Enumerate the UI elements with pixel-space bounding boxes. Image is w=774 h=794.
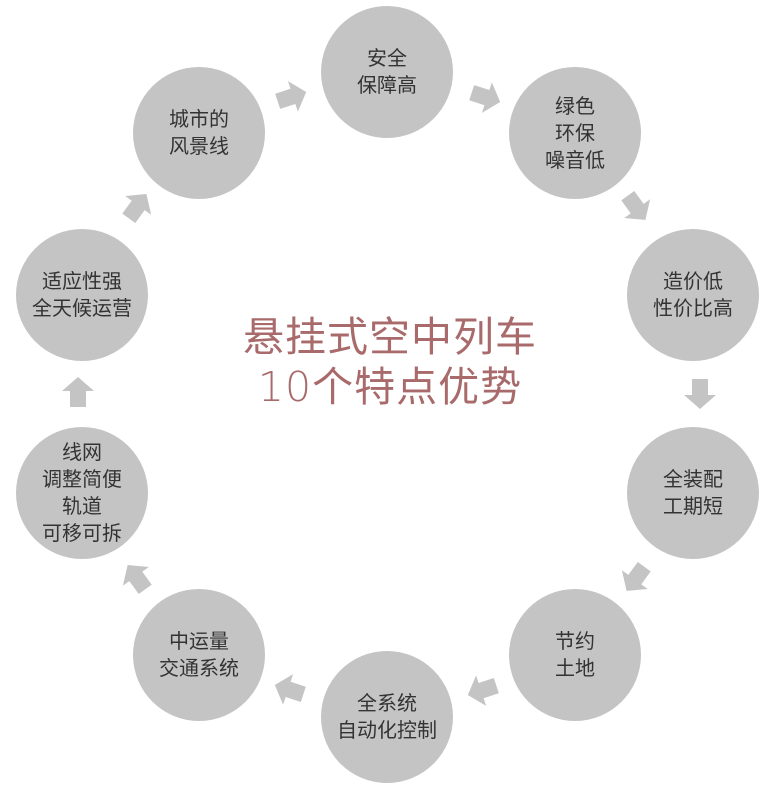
title-line-2: 10个特点优势 (257, 363, 523, 411)
arrow-icon (122, 565, 152, 595)
arrow-icon (275, 81, 307, 112)
title-line-1: 悬挂式空中列车 (243, 313, 537, 361)
arrow-icon (469, 82, 501, 113)
feature-node-text: 适应性强 (42, 269, 122, 293)
arrow-icon (122, 194, 152, 224)
feature-node: 全装配工期短 (627, 427, 759, 559)
feature-node-text: 安全 (367, 46, 407, 70)
feature-node-text: 土地 (555, 656, 595, 680)
feature-node-text: 性价比高 (653, 296, 733, 320)
feature-node-text: 自动化控制 (337, 718, 437, 742)
feature-node: 中运量交通系统 (133, 589, 265, 721)
feature-node-text: 中运量 (169, 629, 229, 653)
arrow-icon (621, 561, 651, 591)
feature-node-text: 造价低 (663, 269, 723, 293)
feature-node: 造价低性价比高 (627, 229, 759, 361)
arrow-icon (467, 675, 499, 706)
feature-node-text: 可移可拆 (42, 521, 122, 545)
feature-node-text: 调整简便 (42, 467, 122, 491)
arrow-icon (62, 377, 94, 407)
feature-node-text: 全系统 (357, 691, 417, 715)
feature-node-text: 噪音低 (545, 147, 605, 172)
feature-node-text: 节约 (555, 629, 595, 653)
diagram-title: 悬挂式空中列车 10个特点优势 (200, 312, 580, 412)
feature-node-text: 轨道 (62, 494, 102, 518)
feature-node-text: 全天候运营 (32, 296, 132, 320)
feature-node-text: 全装配 (663, 467, 723, 491)
feature-node-text: 保障高 (357, 73, 417, 97)
feature-node: 绿色环保噪音低 (509, 67, 641, 199)
feature-node-text: 环保 (555, 120, 595, 145)
feature-node: 安全保障高 (321, 6, 453, 138)
feature-node: 线网调整简便轨道可移可拆 (16, 427, 148, 559)
feature-node: 全系统自动化控制 (321, 651, 453, 783)
feature-node: 节约土地 (509, 589, 641, 721)
arrow-icon (684, 379, 716, 409)
feature-node-text: 城市的 (169, 107, 229, 131)
feature-node-text: 风景线 (169, 134, 229, 158)
feature-node-text: 交通系统 (159, 656, 239, 680)
feature-node: 适应性强全天候运营 (16, 229, 148, 361)
feature-node-text: 绿色 (555, 93, 595, 118)
arrow-icon (274, 674, 306, 705)
arrow-icon (621, 190, 651, 220)
feature-node-text: 工期短 (663, 494, 723, 518)
feature-node: 城市的风景线 (133, 67, 265, 199)
feature-node-text: 线网 (62, 440, 102, 464)
